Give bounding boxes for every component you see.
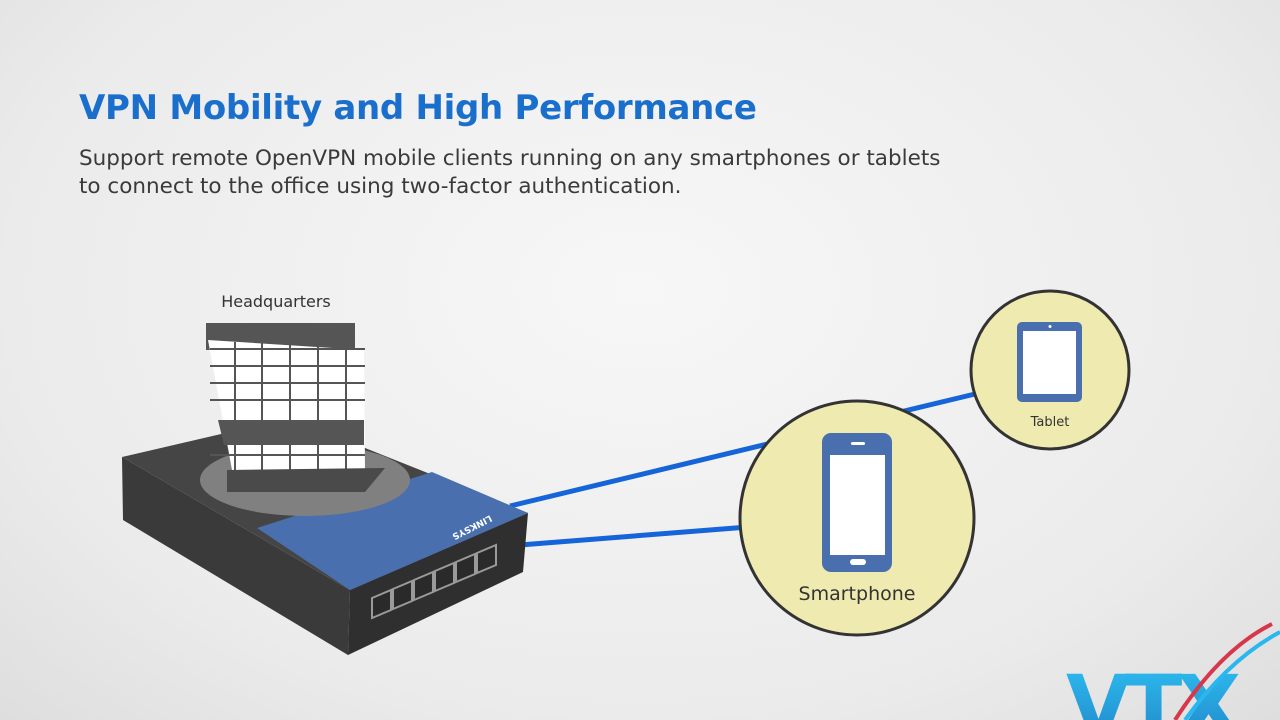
tablet-node[interactable]: Tablet — [969, 289, 1131, 451]
smartphone-node[interactable]: Smartphone — [738, 399, 976, 637]
link-router-smartphone — [519, 524, 749, 548]
page-title: VPN Mobility and High Performance — [79, 88, 757, 128]
ethernet-ports — [371, 543, 497, 620]
ethernet-port — [455, 552, 476, 584]
tablet-label: Tablet — [1030, 415, 1070, 430]
ethernet-port — [371, 588, 392, 620]
subtitle-line-1: Support remote OpenVPN mobile clients ru… — [79, 146, 941, 171]
subtitle-line-2: to connect to the office using two-facto… — [79, 174, 682, 199]
ethernet-port — [392, 579, 413, 611]
ethernet-port — [434, 561, 455, 593]
headquarters-label: Headquarters — [221, 292, 331, 311]
vtx-logo: VTX — [1066, 622, 1280, 720]
ethernet-port — [476, 543, 497, 575]
smartphone-label: Smartphone — [799, 583, 916, 605]
subtitle: Support remote OpenVPN mobile clients ru… — [79, 145, 1079, 201]
ethernet-port — [413, 570, 434, 602]
router-top-blue — [257, 472, 528, 590]
router-left-side — [122, 457, 350, 655]
headquarters-building — [206, 323, 385, 492]
